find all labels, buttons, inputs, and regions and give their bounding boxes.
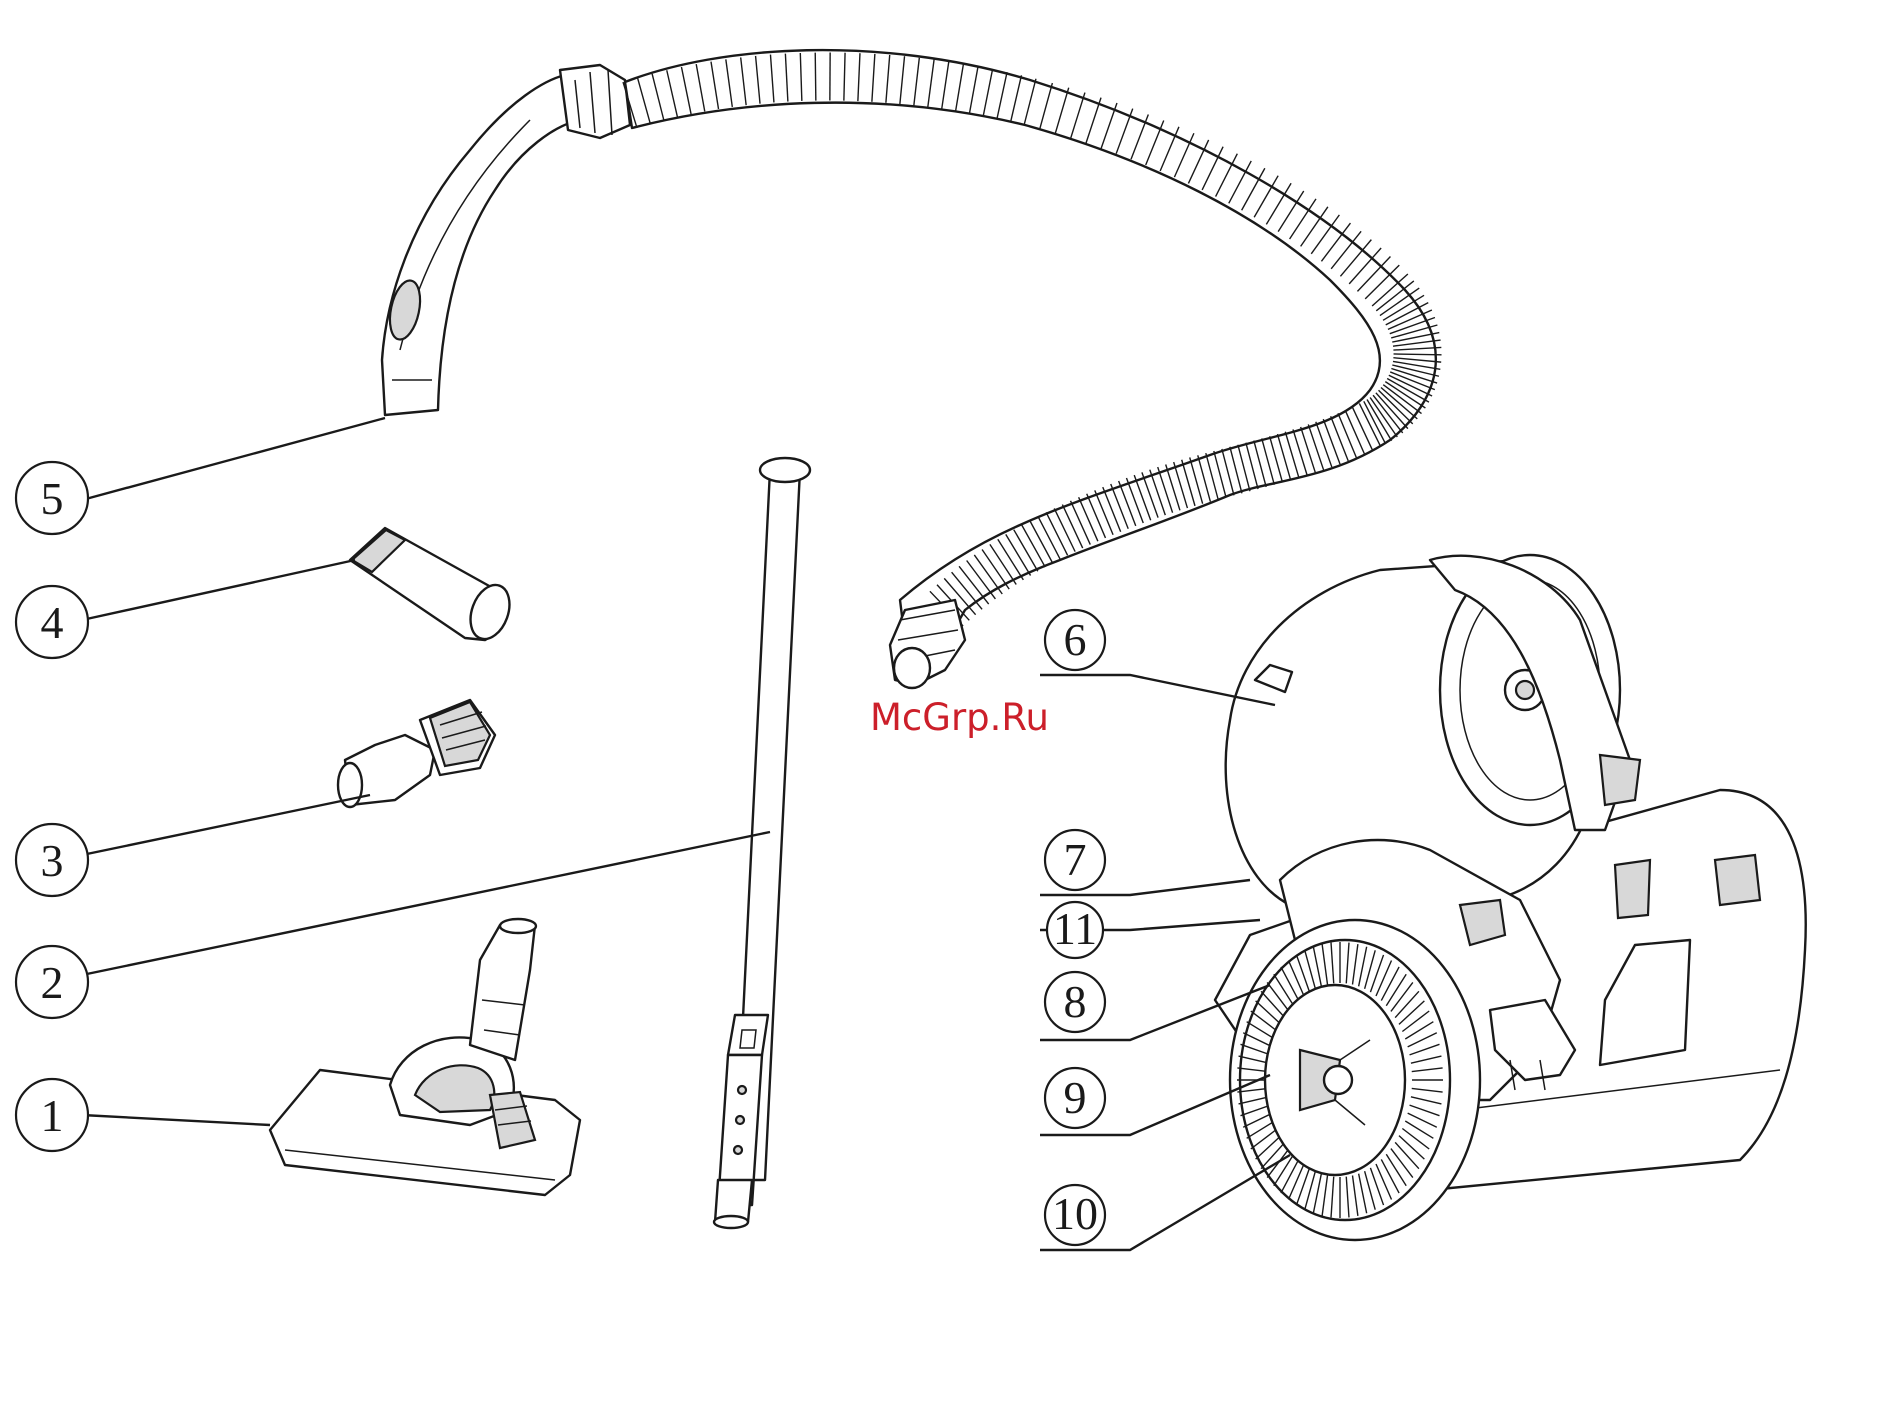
svg-text:5: 5	[41, 473, 64, 524]
callout-8: 8	[1045, 972, 1105, 1032]
hose-assembly	[382, 50, 1442, 688]
callout-2: 2	[16, 946, 88, 1018]
svg-text:11: 11	[1053, 903, 1097, 954]
svg-text:1: 1	[41, 1090, 64, 1141]
cord-rewind-button-icon	[1715, 855, 1760, 905]
power-switch-icon	[1615, 860, 1650, 918]
callout-11: 11	[1047, 902, 1103, 958]
callout-3: 3	[16, 824, 88, 896]
leader-1	[82, 1115, 270, 1125]
svg-text:2: 2	[41, 957, 64, 1008]
svg-text:8: 8	[1064, 976, 1087, 1027]
callout-4: 4	[16, 586, 88, 658]
callout-5: 5	[16, 462, 88, 534]
svg-text:9: 9	[1064, 1072, 1087, 1123]
svg-text:6: 6	[1064, 614, 1087, 665]
release-button-icon	[1600, 755, 1640, 805]
svg-text:10: 10	[1052, 1188, 1098, 1239]
callout-10: 10	[1045, 1185, 1105, 1245]
hose-rib	[815, 53, 816, 101]
callout-1: 1	[16, 1079, 88, 1151]
hose-handle	[382, 75, 580, 415]
leader-3	[82, 795, 370, 855]
callout-6: 6	[1045, 610, 1105, 670]
leader-4	[82, 560, 355, 620]
hose-rib	[1394, 354, 1442, 355]
telescopic-tube	[714, 458, 810, 1228]
svg-text:3: 3	[41, 835, 64, 886]
svg-text:7: 7	[1064, 834, 1087, 885]
dusting-brush	[338, 700, 495, 807]
watermark-text: McGrp.Ru	[870, 696, 1049, 739]
leader-lines	[82, 418, 1290, 1250]
callout-7: 7	[1045, 830, 1105, 890]
leader-5	[82, 418, 385, 500]
callout-9: 9	[1045, 1068, 1105, 1128]
crevice-nozzle	[350, 528, 516, 644]
hose-end-opening	[894, 648, 930, 688]
svg-text:4: 4	[41, 597, 64, 648]
vacuum-body	[1215, 555, 1806, 1240]
floor-nozzle	[270, 919, 580, 1195]
leader-2	[82, 832, 770, 975]
